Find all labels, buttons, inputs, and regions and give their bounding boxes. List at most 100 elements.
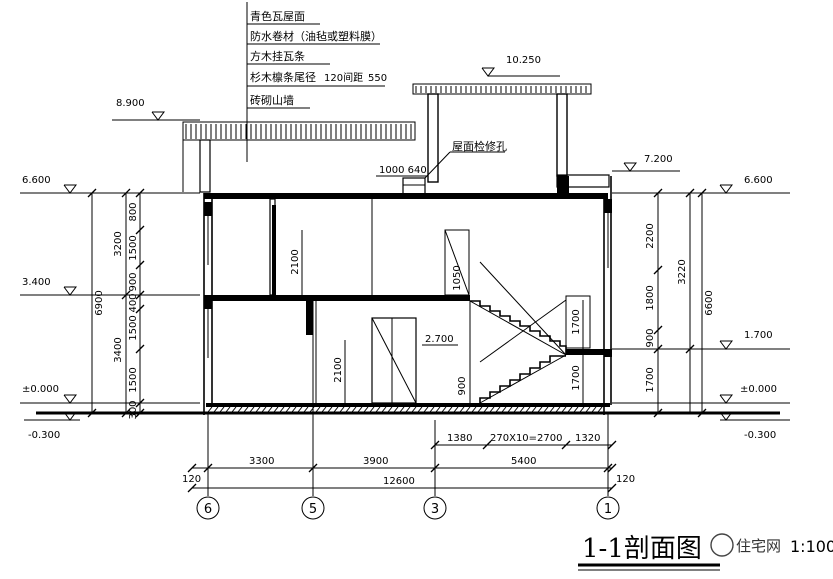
elevation-marker-icon [481, 67, 495, 77]
axis-bubble-5 [301, 496, 325, 520]
earth-hatch-stroke [369, 406, 375, 413]
earth-hatch-stroke [549, 406, 555, 413]
dim-tick [653, 265, 663, 275]
rail-height-upper: 1050 [452, 265, 463, 290]
right-dimensions: 2200 1800 900 1700 3220 6600 [645, 188, 715, 418]
earth-hatch-stroke [327, 406, 333, 413]
landing-elevation: 2.700 [425, 334, 454, 345]
axis-label-1: 1 [604, 502, 612, 517]
dim-b3: 1320 [575, 433, 600, 444]
elev-left-top: 6.600 [22, 175, 51, 186]
dim-tick [135, 225, 145, 235]
watermark-logo-icon [710, 533, 734, 557]
partition-upper-core [272, 205, 276, 295]
dim-seg: 300 [128, 400, 139, 419]
dim-tick [135, 304, 145, 314]
roof-hatch-leader [424, 151, 451, 179]
earth-hatch-stroke [525, 406, 531, 413]
earth-hatch-stroke [351, 406, 357, 413]
earth-hatch-stroke [537, 406, 543, 413]
dim-seg: 1800 [645, 285, 656, 310]
dim-seg: 1500 [128, 315, 139, 340]
earth-hatch-stroke [447, 406, 453, 413]
axis-label-6: 6 [204, 502, 212, 517]
earth-hatch-stroke [579, 406, 585, 413]
earth-hatch-stroke [393, 406, 399, 413]
dim-tick [121, 408, 131, 418]
interior-dimensions: 2100 2100 1050 900 1700 1700 2.700 [290, 230, 584, 403]
earth-hatch-stroke [315, 406, 321, 413]
dim-b2: 270X10=2700 [490, 433, 563, 444]
earth-hatch-stroke [561, 406, 567, 413]
earth-hatch-stroke [225, 406, 231, 413]
stair-soffit-lower [479, 354, 567, 404]
lintel-upper-right [604, 199, 612, 213]
dim-lower: 3400 [113, 337, 124, 362]
dim-tick [653, 325, 663, 335]
earth-hatch-stroke [321, 406, 327, 413]
earth-hatch-stroke [381, 406, 387, 413]
earth-hatch-stroke [339, 406, 345, 413]
earth-hatch-stroke [429, 406, 435, 413]
earth-hatch-stroke [267, 406, 273, 413]
earth-hatch-stroke [291, 406, 297, 413]
earth-hatch-stroke [207, 406, 213, 413]
earth-hatch-stroke [423, 406, 429, 413]
dim-seg: 900 [128, 272, 139, 291]
elevation-marker-icon [719, 340, 733, 350]
earth-hatch-stroke [399, 406, 405, 413]
earth-hatch-stroke [495, 406, 501, 413]
earth-hatch-stroke [453, 406, 459, 413]
dim-tick [607, 483, 617, 493]
stair-soffit-upper [469, 300, 567, 356]
dim-tick [187, 463, 197, 473]
stair-flight-lower [479, 355, 566, 403]
tower-wall-left [427, 93, 439, 183]
note-gable-wall: 砖砌山墙 [250, 93, 294, 107]
dim-seg: 400 [128, 293, 139, 312]
dim-mid: 3220 [677, 259, 688, 284]
upper-roof-band [412, 83, 592, 95]
stair-railing-landing [565, 295, 591, 349]
earth-hatch-stroke [567, 406, 573, 413]
dim-upper: 3200 [113, 231, 124, 256]
note-waterproof: 防水卷材（油毡或塑料膜） [250, 29, 382, 43]
stair-rail-upper [479, 261, 567, 356]
dim-edge-right: 120 [616, 474, 635, 485]
note-spacing: 120间距 [324, 71, 363, 84]
dim-b4: 3300 [249, 456, 274, 467]
earth-hatch-stroke [483, 406, 489, 413]
door-height-lower: 2100 [333, 357, 344, 382]
earth-hatch-stroke [273, 406, 279, 413]
earth-hatch-stroke [345, 406, 351, 413]
earth-hatch-stroke [213, 406, 219, 413]
earth-hatch-stroke [477, 406, 483, 413]
elev-roof-right: 7.200 [644, 154, 673, 165]
elev-roof-top: 10.250 [506, 55, 541, 66]
door-height-upper: 2100 [290, 249, 301, 274]
dim-tick [561, 440, 571, 450]
earth-hatch-stroke [555, 406, 561, 413]
earth-hatch-stroke [531, 406, 537, 413]
earth-hatch-stroke [333, 406, 339, 413]
earth-hatch-stroke [441, 406, 447, 413]
roof-hatch-band [182, 121, 416, 141]
elevation-markers: 6.600 3.400 ±0.000 -0.300 6.600 1.700 ±0… [20, 55, 790, 441]
dim-tick [87, 408, 97, 418]
earth-hatch-stroke [249, 406, 255, 413]
stair-flight-upper [470, 300, 567, 355]
elevation-marker-icon [63, 411, 77, 421]
earth-hatch-stroke [471, 406, 477, 413]
earth-hatch-stroke [237, 406, 243, 413]
watermark-text: 住宅网 [736, 537, 781, 555]
earth-hatch-stroke [297, 406, 303, 413]
earth-hatch-stroke [513, 406, 519, 413]
roof-hatch-dims: 1000 640 [379, 165, 427, 176]
bottom-dimensions: 1380 270X10=2700 1320 3300 3900 5400 126… [182, 433, 635, 493]
lintel-lower-left [204, 295, 212, 309]
elev-left-zero: ±0.000 [22, 384, 59, 395]
dim-tick [187, 483, 197, 493]
axis-bubble-6 [196, 496, 220, 520]
dim-tick [607, 463, 617, 473]
